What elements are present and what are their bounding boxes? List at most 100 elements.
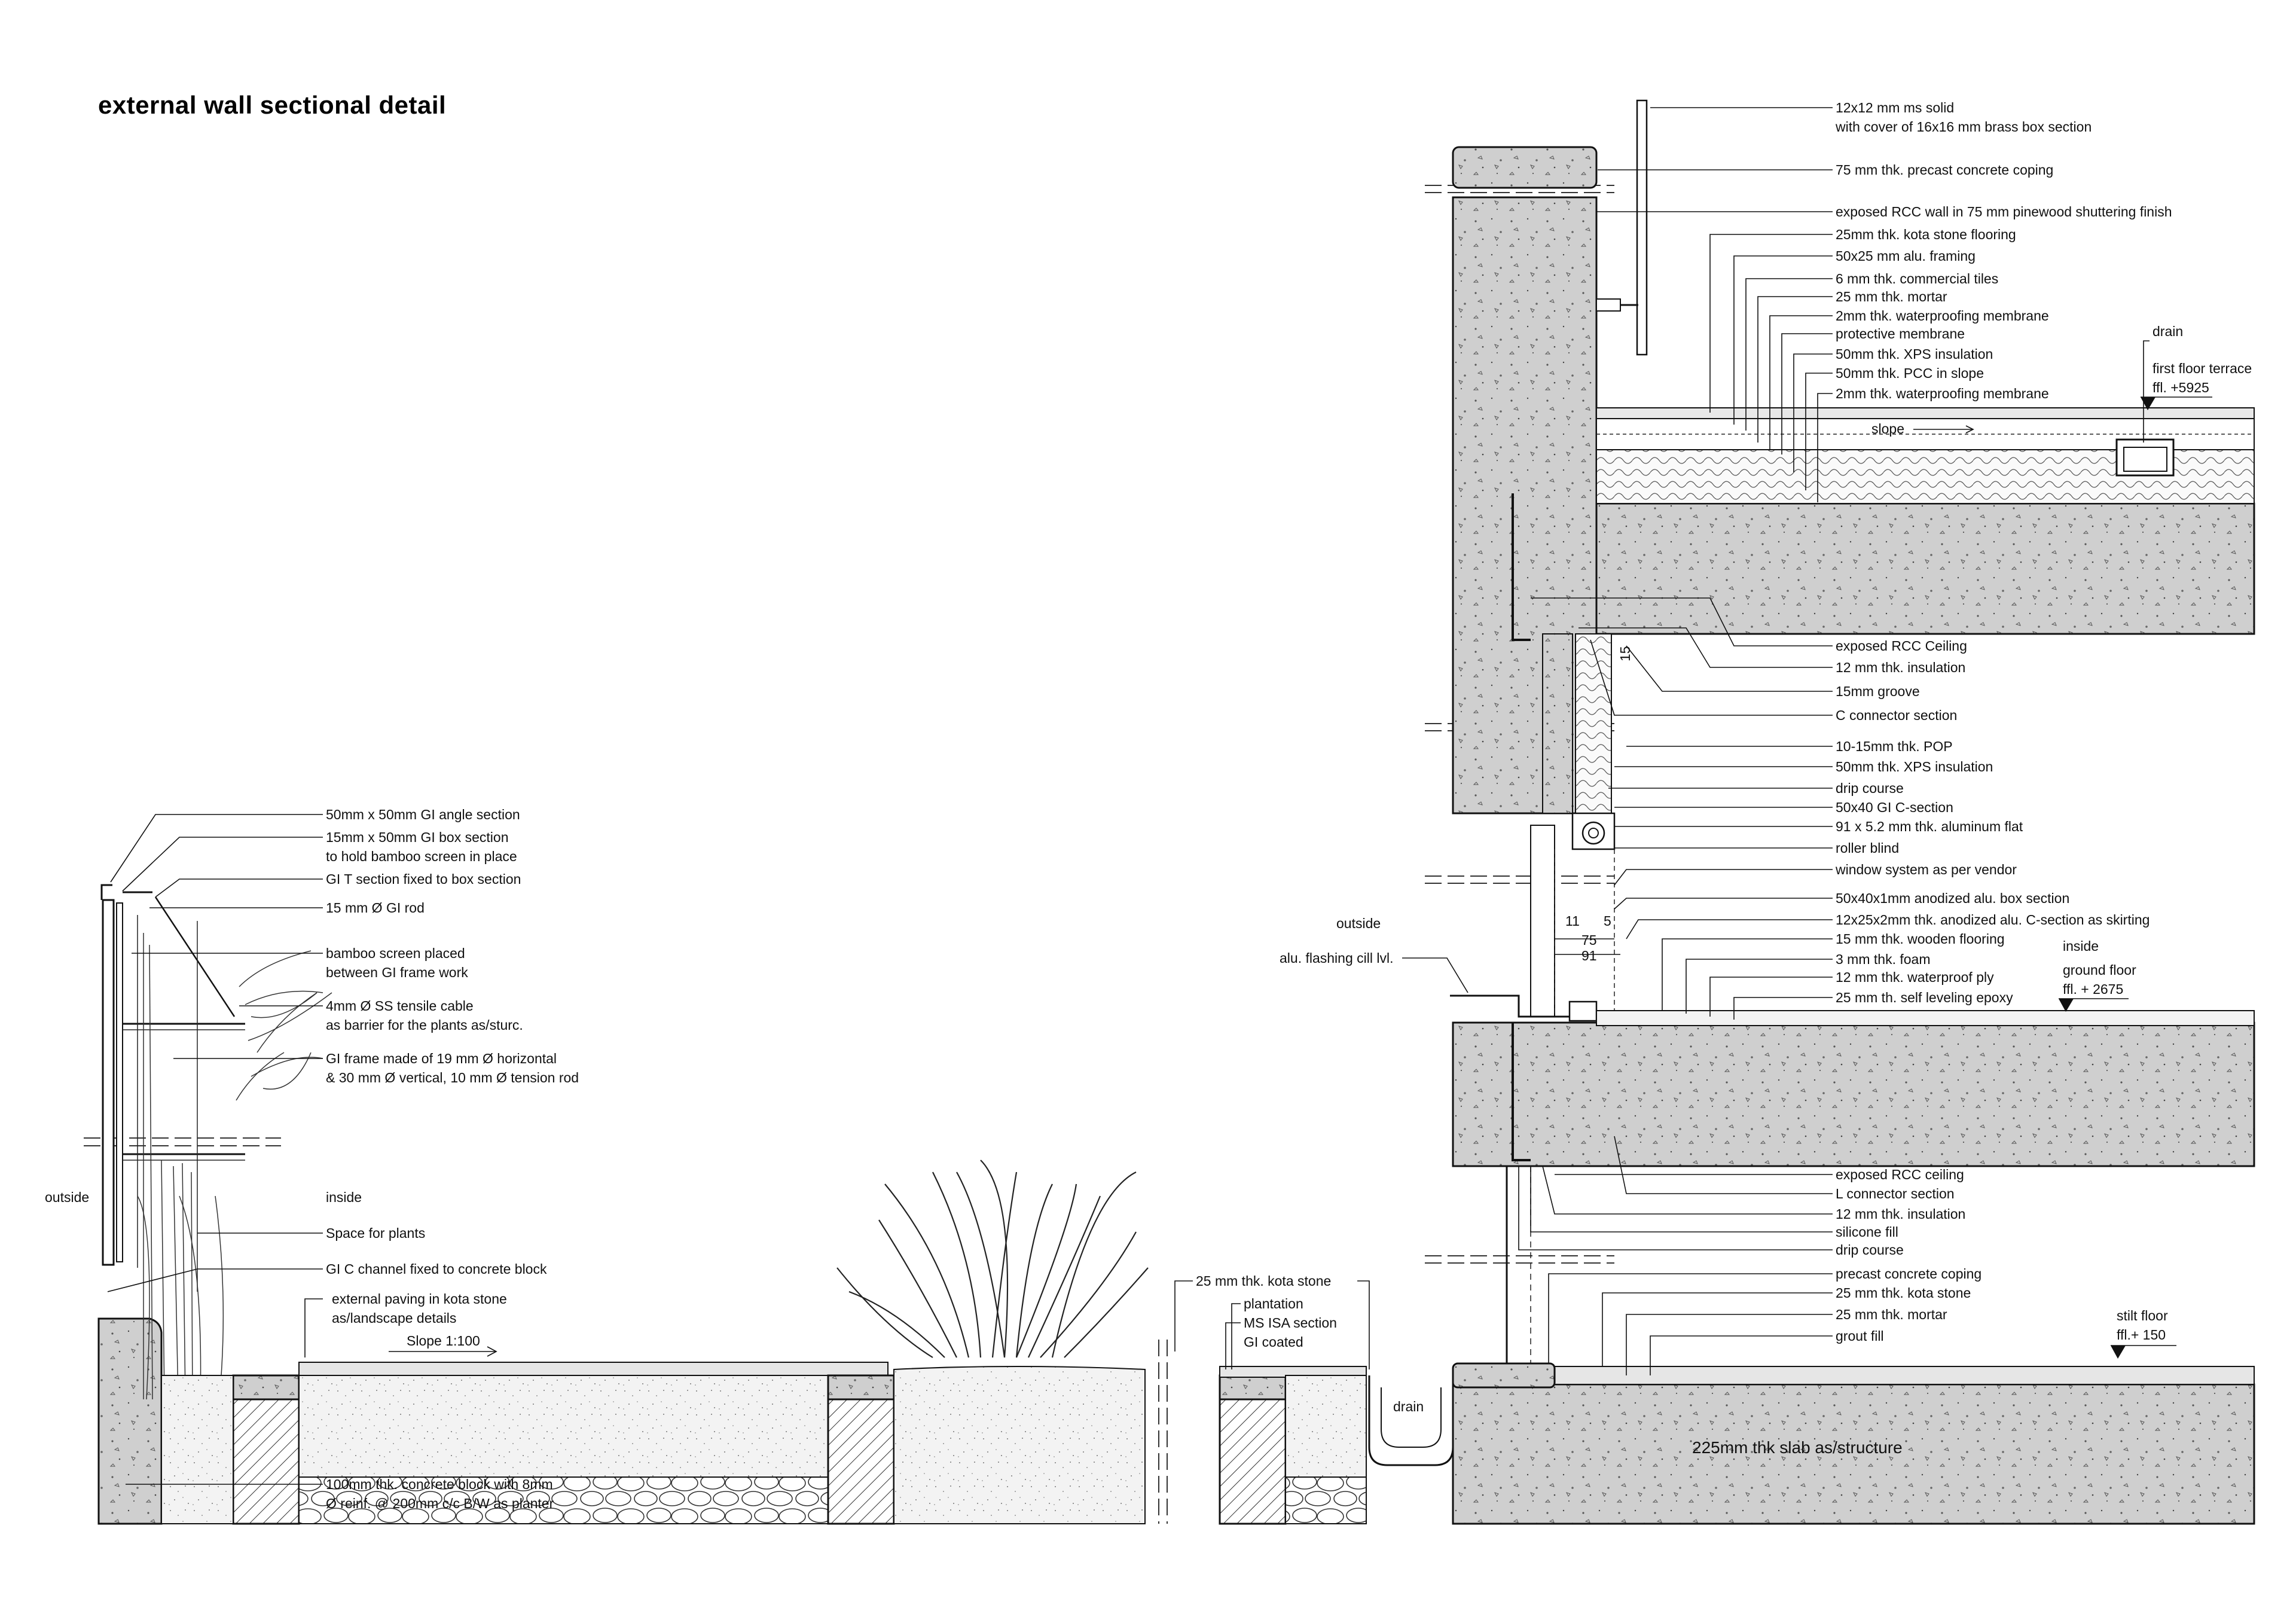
label: 12 mm thk. waterproof ply [1836, 969, 1994, 985]
label: L connector section [1836, 1186, 1955, 1201]
label: drip course [1836, 780, 1904, 796]
building-section [1425, 99, 2255, 1525]
label: roller blind [1836, 840, 1899, 856]
label: 50x40 GI C-section [1836, 800, 1953, 815]
drawing-title: external wall sectional detail [98, 91, 447, 119]
drain-label: drain [1393, 1399, 1424, 1414]
landscape-labels: 25 mm thk. kota stone plantation MS ISA … [1174, 1273, 1903, 1457]
label: 3 mm thk. foam [1836, 951, 1930, 967]
dim-label: 5 [1604, 913, 1611, 929]
level-name: stilt floor [2117, 1308, 2168, 1323]
label: silicone fill [1836, 1224, 1898, 1240]
label: 25 mm thk. kota stone [1196, 1273, 1331, 1289]
label: 75 mm thk. precast concrete coping [1836, 162, 2053, 178]
level-value: ffl. +5925 [2152, 380, 2209, 395]
dim-label: 91 [1581, 948, 1597, 963]
label: 12 mm thk. insulation [1836, 1206, 1965, 1222]
label: 10-15mm thk. POP [1836, 739, 1953, 754]
label: & 30 mm Ø vertical, 10 mm Ø tension rod [326, 1070, 579, 1085]
upper-leaders [1596, 107, 1833, 502]
ceiling-labels: exposed RCC Ceiling 12 mm thk. insulatio… [1531, 597, 1967, 723]
label: 100mm thk. concrete block with 8mm [326, 1476, 553, 1492]
label: 2mm thk. waterproofing membrane [1836, 386, 2049, 401]
label: 91 x 5.2 mm thk. aluminum flat [1836, 819, 2023, 834]
label: 50mm thk. PCC in slope [1836, 365, 1984, 381]
outside-label: outside [45, 1189, 89, 1205]
dim-label: 75 [1581, 932, 1597, 948]
label: window system as per vendor [1835, 862, 2017, 877]
label: 15 mm thk. wooden flooring [1836, 931, 2005, 947]
label: 12x25x2mm thk. anodized alu. C-section a… [1836, 912, 2150, 928]
label: as barrier for the plants as/sturc. [326, 1017, 523, 1033]
label: 25 mm th. self leveling epoxy [1836, 990, 2013, 1005]
outside-label: outside [1336, 916, 1381, 931]
label: 50x40x1mm anodized alu. box section [1836, 890, 2069, 906]
label: 15 mm Ø GI rod [326, 900, 425, 916]
dim-label: 11 [1565, 913, 1580, 929]
label: 50mm x 50mm GI angle section [326, 807, 520, 822]
label: 25mm thk. kota stone flooring [1836, 227, 2016, 242]
label: MS ISA section [1244, 1315, 1337, 1331]
lower-labels: exposed RCC ceiling L connector section … [1518, 1136, 2176, 1375]
label: 15mm x 50mm GI box section [326, 829, 509, 845]
slab-label: 225mm thk slab as/structure [1692, 1438, 1903, 1457]
slope-label: slope [1871, 421, 1904, 437]
dim-label: 15 [1617, 646, 1633, 661]
label: GI coated [1244, 1334, 1303, 1350]
label: 50mm thk. XPS insulation [1836, 346, 1993, 362]
upper-labels: 12x12 mm ms solid with cover of 16x16 mm… [1835, 100, 2172, 401]
level-name: first floor terrace [2152, 361, 2252, 376]
label: as/landscape details [332, 1310, 456, 1326]
window-labels: 10-15mm thk. POP 50mm thk. XPS insulatio… [1608, 739, 2023, 886]
label: Space for plants [326, 1225, 425, 1241]
label: GI C channel fixed to concrete block [326, 1261, 547, 1277]
label: 50mm thk. XPS insulation [1836, 759, 1993, 774]
label: 25 mm thk. kota stone [1836, 1285, 1971, 1301]
inside-label: inside [2063, 938, 2099, 954]
label: bamboo screen placed [326, 945, 465, 961]
level-name: ground floor [2063, 962, 2136, 978]
dimensions: 15 11 5 75 91 [1555, 646, 1633, 963]
label: Ø reinf. @ 200mm c/c B/W as planter [326, 1496, 554, 1511]
label: GI T section fixed to box section [326, 871, 521, 887]
terrace-level: drain first floor terrace ffl. +5925 slo… [1871, 324, 2252, 443]
screen-leaders [107, 814, 323, 1485]
level-value: ffl.+ 150 [2117, 1327, 2166, 1343]
level-marker-icon [2111, 1346, 2126, 1359]
drain-label: drain [2152, 324, 2183, 339]
ground-labels: 50x40x1mm anodized alu. box section 12x2… [1614, 890, 2150, 1020]
planter-section [84, 884, 1454, 1525]
label: 50x25 mm alu. framing [1836, 248, 1976, 264]
label: exposed RCC Ceiling [1836, 638, 1967, 654]
label: 4mm Ø SS tensile cable [326, 998, 474, 1014]
label: C connector section [1836, 707, 1957, 723]
flashing-label: alu. flashing cill lvl. [1280, 950, 1393, 966]
label: with cover of 16x16 mm brass box section [1835, 119, 2092, 135]
label: 6 mm thk. commercial tiles [1836, 271, 1998, 286]
label: between GI frame work [326, 965, 468, 980]
label: external paving in kota stone [332, 1291, 507, 1307]
label: precast concrete coping [1836, 1266, 1981, 1282]
label: 25 mm thk. mortar [1836, 289, 1947, 304]
level-marker-icon [2141, 397, 2155, 410]
label: exposed RCC wall in 75 mm pinewood shutt… [1836, 204, 2172, 219]
level-value: ffl. + 2675 [2063, 981, 2123, 997]
plant-graphic [836, 1160, 1149, 1358]
label: protective membrane [1836, 326, 1965, 341]
label: 25 mm thk. mortar [1836, 1307, 1947, 1322]
label: 2mm thk. waterproofing membrane [1836, 308, 2049, 324]
label: 15mm groove [1836, 684, 1920, 699]
outside-right: outside alu. flashing cill lvl. [1280, 916, 1468, 993]
label: exposed RCC ceiling [1836, 1167, 1964, 1182]
label: GI frame made of 19 mm Ø horizontal [326, 1051, 557, 1066]
screen-labels: 50mm x 50mm GI angle section 15mm x 50mm… [45, 807, 579, 1511]
label: plantation [1244, 1296, 1303, 1311]
level-marker-icon [2059, 999, 2074, 1012]
slope-label: Slope 1:100 [407, 1333, 480, 1349]
label: 12x12 mm ms solid [1836, 100, 1954, 115]
inside-label: inside [326, 1189, 362, 1205]
label: grout fill [1836, 1328, 1884, 1344]
label: 12 mm thk. insulation [1836, 660, 1965, 675]
label: drip course [1836, 1242, 1904, 1258]
